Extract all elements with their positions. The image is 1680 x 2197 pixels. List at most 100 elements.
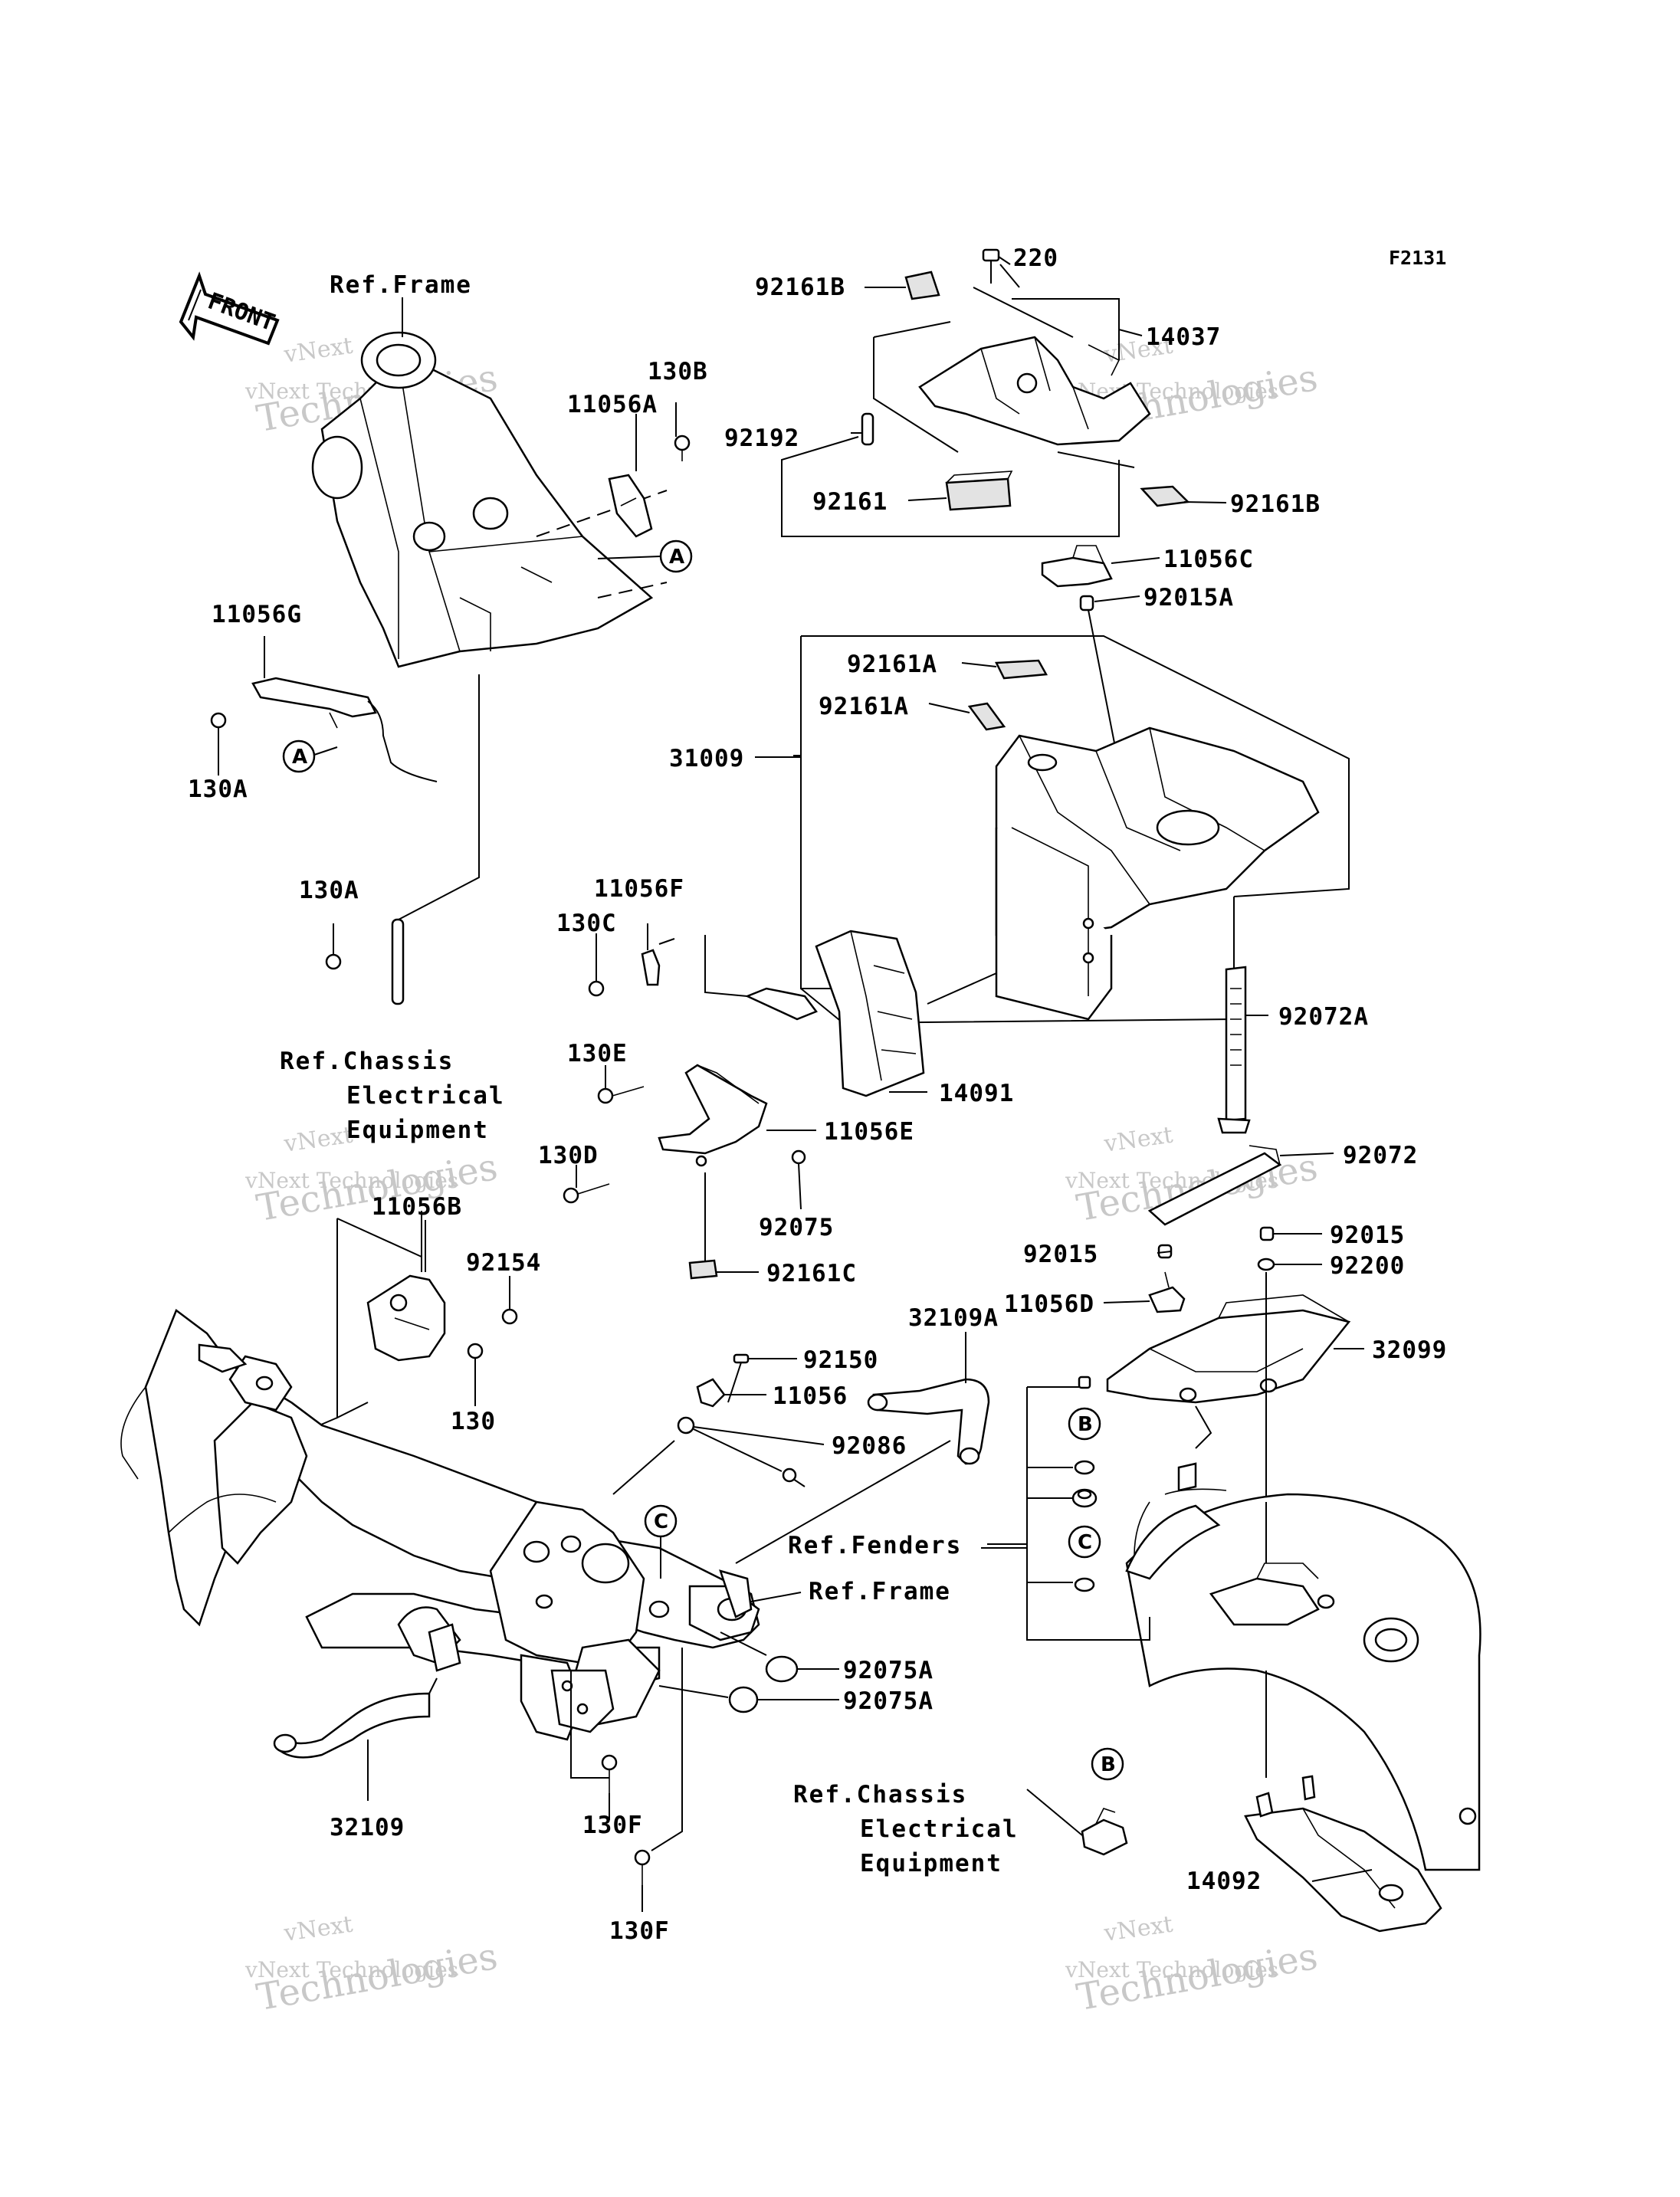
svg-text:B: B [1101, 1753, 1116, 1776]
part-92161a-lower-label: 92161A [819, 693, 909, 720]
part-92161b-lower-label: 92161B [1230, 490, 1321, 518]
pad-92161b-lower [1140, 485, 1190, 507]
part-92015-left-label: 92015 [1023, 1241, 1098, 1268]
damper-92075 [791, 1149, 806, 1165]
part-11056-label: 11056 [773, 1382, 848, 1410]
part-31009-label: 31009 [669, 745, 744, 772]
washer-92200 [1257, 1258, 1275, 1271]
washer-fender-1 [1074, 1460, 1095, 1475]
bolt-130b [674, 434, 691, 461]
hose-32109 [273, 1692, 431, 1759]
part-92075-label: 92075 [759, 1214, 834, 1241]
part-92015a-label: 92015A [1144, 584, 1234, 612]
part-92086-label: 92086 [832, 1432, 907, 1460]
clamp-chassis [1081, 1808, 1128, 1856]
part-92015-right-label: 92015 [1330, 1221, 1405, 1249]
bracket-11056g [251, 677, 438, 782]
battery-plate-14091 [744, 930, 925, 1097]
watermark-text: vNext Technologies [244, 1957, 458, 1982]
part-130-label: 130 [451, 1408, 496, 1435]
part-130c-label: 130C [556, 910, 617, 937]
bracket-11056e [658, 1064, 768, 1167]
part-130a-lower-label: 130A [299, 877, 359, 904]
tray-32099 [1106, 1294, 1351, 1404]
bracket-11056c [1041, 545, 1113, 588]
frame-neck-assembly [311, 331, 668, 668]
part-130f-lower-label: 130F [609, 1917, 670, 1945]
part-92161-label: 92161 [812, 488, 888, 516]
battery-case-31009 [995, 726, 1320, 1021]
part-130f-upper-label: 130F [582, 1812, 643, 1839]
nut-92015a [1079, 595, 1094, 612]
part-92192-label: 92192 [724, 425, 799, 452]
part-92075a-upper-label: 92075A [843, 1657, 934, 1684]
part-92161c-label: 92161C [766, 1260, 857, 1287]
ref-chassis-1c-label: Equipment [346, 1117, 489, 1144]
bolt-92154 [501, 1308, 518, 1325]
part-11056c-label: 11056C [1163, 546, 1254, 573]
svg-text:C: C [1078, 1531, 1092, 1554]
ref-frame-top-label: Ref.Frame [330, 271, 472, 299]
pad-92161a-lower [967, 702, 1006, 731]
washer-fender-2 [1074, 1577, 1095, 1592]
watermark-text: vNext Technologies [1065, 1957, 1278, 1982]
callout-a-lower: A [282, 739, 316, 773]
part-32109a-label: 32109A [908, 1304, 999, 1332]
part-92161a-upper-label: 92161A [847, 651, 937, 678]
part-130e-label: 130E [567, 1040, 628, 1067]
part-32099-label: 32099 [1372, 1336, 1447, 1364]
part-92075a-lower-label: 92075A [843, 1687, 934, 1715]
collar-92192 [861, 412, 874, 446]
svg-text:A: A [669, 546, 684, 569]
bracket-11056 [696, 1378, 726, 1408]
part-11056g-label: 11056G [212, 601, 302, 628]
bolt-130 [467, 1343, 484, 1359]
bracket-11056b [366, 1274, 446, 1362]
svg-text:A: A [292, 746, 307, 769]
watermark-text: vNext Technologies [244, 1168, 458, 1193]
part-92072-label: 92072 [1343, 1142, 1418, 1169]
screw-220 [982, 248, 1000, 284]
part-92154-label: 92154 [466, 1249, 541, 1277]
part-32109-label: 32109 [330, 1814, 405, 1841]
part-11056d-label: 11056D [1004, 1290, 1094, 1318]
part-11056f-label: 11056F [594, 875, 684, 903]
part-11056e-label: 11056E [824, 1118, 914, 1146]
cable-92086 [677, 1416, 806, 1487]
part-14037-label: 14037 [1146, 323, 1221, 351]
watermark-text: Technologies [254, 1935, 501, 2019]
bolt-130f-upper [601, 1754, 618, 1793]
pad-92161a-upper [995, 659, 1048, 680]
part-92200-label: 92200 [1330, 1252, 1405, 1280]
part-11056b-label: 11056B [372, 1193, 462, 1221]
part-11056a-label: 11056A [567, 391, 658, 418]
pad-92161b-upper [904, 271, 940, 300]
part-14091-label: 14091 [939, 1080, 1014, 1107]
watermark-text: vNext [282, 1911, 355, 1947]
bolt-130c [588, 980, 605, 997]
part-92072a-label: 92072A [1278, 1003, 1369, 1031]
pad-92161c [688, 1259, 718, 1280]
watermark-text: vNext [1102, 1122, 1175, 1158]
callout-c-fender: C [1068, 1525, 1101, 1559]
svg-text:B: B [1078, 1413, 1093, 1436]
ref-chassis-2b-label: Electrical [860, 1815, 1019, 1843]
bracket-11056f [641, 949, 661, 986]
bolt-130e [597, 1086, 645, 1104]
damper-92075a-upper [765, 1655, 799, 1683]
hose-32109a [867, 1378, 990, 1465]
part-92161b-upper-label: 92161B [755, 274, 845, 301]
nut-fender-top [1078, 1376, 1091, 1389]
battery-cover-bracket [918, 336, 1151, 446]
grommet-fender [1071, 1488, 1098, 1508]
bracket-11056a [608, 474, 653, 538]
watermark-text: vNext [282, 1122, 355, 1158]
damper-92075a-lower [728, 1686, 759, 1713]
part-220-label: 220 [1013, 244, 1058, 272]
part-130a-upper-label: 130A [188, 776, 248, 803]
pad-92161 [945, 471, 1013, 511]
ref-chassis-2-label: Ref.Chassis [793, 1781, 967, 1808]
watermark-bottom-left: vNext vNext Technologies Technologies [244, 1911, 500, 2020]
bolt-130a-lower [325, 953, 342, 970]
